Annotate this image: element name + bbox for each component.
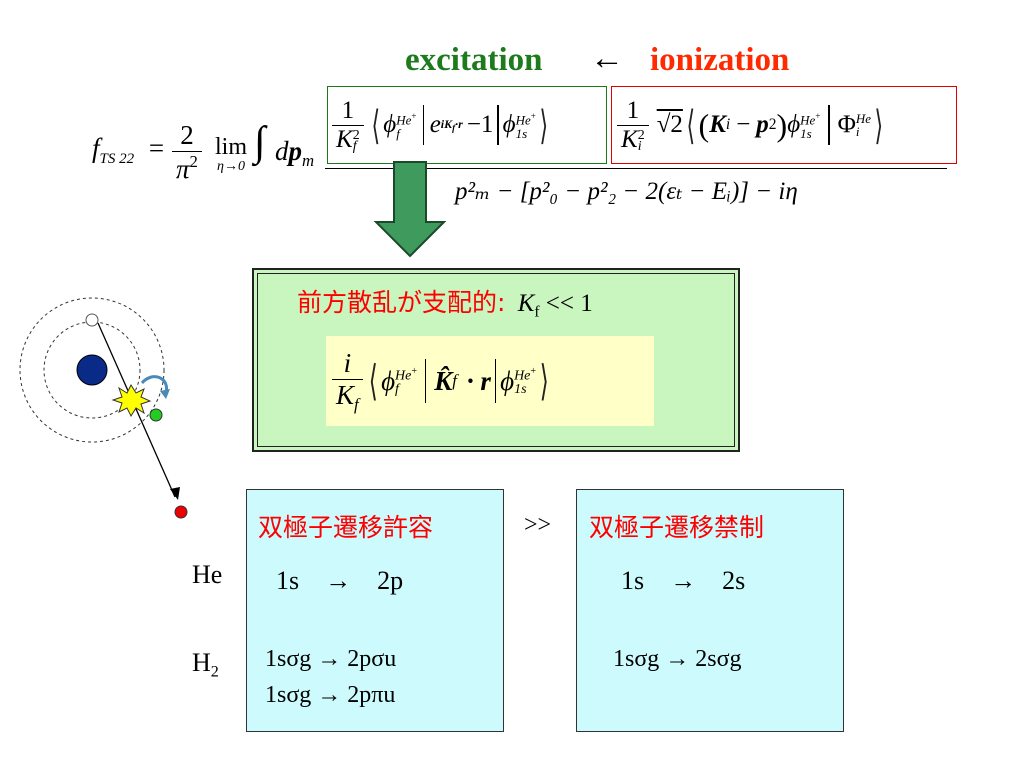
collision-burst-icon [111, 383, 152, 418]
dipole-phi2: ϕ [500, 365, 515, 396]
dipole-allowed-box [246, 489, 504, 732]
ion-Phi-sup: He [855, 111, 872, 126]
dipole-phi: ϕ [381, 365, 396, 396]
p-vector: p [288, 136, 303, 166]
dipole-forbidden-title: 双極子遷移禁制 [589, 513, 765, 542]
ion-Phi: Φ [837, 111, 856, 138]
exc-K-sub: f [352, 138, 357, 154]
excited-electron-icon [149, 408, 163, 422]
exc-phi-sup: He [396, 112, 412, 128]
condition-K-sub: f [534, 303, 540, 321]
dipole-K-sub: f [354, 394, 359, 414]
exc-phi: ϕ [383, 111, 397, 138]
dipole-numerator: i [343, 347, 352, 378]
ion-K-vector-sub: i [725, 116, 731, 133]
h2-subscript: 2 [210, 663, 219, 681]
ion-p-sub: 2 [768, 116, 777, 133]
pi-exponent: 2 [189, 152, 198, 171]
lim-subscript: η→0 [217, 159, 245, 174]
forward-scattering-title: 前方散乱が支配的: Kf << 1 [297, 283, 593, 321]
limit: lim η→0 [215, 135, 247, 175]
much-greater-symbol: >> [524, 512, 552, 538]
dipole-phi-sup: He [395, 368, 412, 384]
he-label: He [192, 560, 223, 589]
ion-K-vector: K [709, 111, 726, 138]
formula-lhs: fTS 22 = [92, 133, 172, 168]
p-subscript: m [302, 150, 315, 170]
dipole-expression-box [326, 336, 654, 426]
lhs-f: f [92, 133, 100, 163]
ion-Phi-sub: i [855, 124, 860, 139]
ion-numerator: 1 [626, 96, 640, 124]
left-arrow-symbol: ← [590, 40, 624, 77]
excitation-curve-arrow [140, 375, 169, 394]
numerator-two: 2 [180, 120, 194, 150]
h2-letter: H [192, 648, 211, 677]
differential-dp: dpm [275, 136, 314, 171]
ion-minus: − [736, 111, 751, 138]
ion-K-sub: i [637, 138, 642, 154]
ion-K: K [621, 125, 638, 153]
exc-minus-one: −1 [466, 111, 494, 138]
h2-label: H2 [192, 648, 219, 682]
ion-p-vector: p [756, 111, 769, 138]
dipole-phi2-sub: 1s [514, 382, 527, 398]
ion-phi: ϕ [787, 111, 801, 138]
excitation-label: excitation [405, 42, 543, 78]
excitation-term-box [327, 86, 607, 164]
ion-phi-sup: He [800, 112, 816, 128]
ion-phi-sub: 1s [800, 125, 812, 141]
dipole-K: K [336, 379, 355, 410]
lhs-subscript: TS 22 [99, 151, 135, 167]
pi-symbol: π [176, 153, 190, 184]
scattered-electron-icon [174, 505, 188, 519]
dipole-allowed-title: 双極子遷移許容 [258, 513, 434, 542]
exc-K: K [336, 125, 353, 153]
h2-forbidden-transition: 1sσg → 2sσg [613, 646, 742, 672]
atom-collision-diagram [19, 297, 188, 519]
exc-phi2-sub: 1s [515, 125, 528, 141]
exc-numerator: 1 [341, 96, 355, 124]
ionization-term-box [611, 86, 957, 164]
dipole-dot-r: · r [466, 365, 491, 396]
nucleus-icon [76, 354, 108, 386]
he-allowed-transition: 1s → 2p [276, 566, 404, 595]
dipole-K-hat: K̂ [434, 365, 453, 396]
inner-orbit [43, 321, 141, 419]
forward-scattering-label: 前方散乱が支配的: [297, 288, 506, 317]
exc-phi2: ϕ [502, 111, 516, 138]
ionization-label: ionization [650, 42, 790, 78]
down-arrow-icon [373, 161, 447, 258]
dipole-K-hat-sub: f [452, 371, 457, 390]
incident-electron-icon [85, 313, 99, 327]
dipole-forbidden-box [576, 489, 844, 732]
condition-K: K [517, 290, 535, 317]
sqrt-two: √2 [656, 111, 683, 138]
exc-exponential: e [429, 111, 441, 138]
condition-rest: << 1 [539, 290, 593, 317]
h2-allowed-transition-2: 1sσg → 2pπu [265, 682, 396, 708]
ion-K-exp: 2 [637, 127, 645, 143]
d-symbol: d [275, 136, 289, 166]
trajectory-line [97, 322, 176, 498]
dipole-prefactor: i Kf [332, 348, 363, 415]
he-forbidden-transition: 1s → 2s [621, 566, 746, 595]
main-denominator: p²ₘ − [p²₀ − p²₂ − 2(εₜ − Eᵢ)] − iη [455, 178, 798, 205]
two-over-pi-squared: 2 π2 [172, 120, 202, 185]
lim-text: lim [215, 134, 248, 160]
integral-sign: ∫ [254, 119, 266, 165]
outer-orbit [19, 297, 165, 443]
h2-allowed-transition-1: 1sσg → 2pσu [265, 646, 397, 672]
exc-exp-sup: iK [440, 116, 453, 131]
equals-sign: = [148, 133, 165, 163]
exc-phi-sub: f [396, 125, 400, 141]
dipole-phi-sub: f [395, 382, 399, 398]
exc-K-exp: 2 [352, 127, 360, 143]
main-fraction-bar [325, 168, 947, 169]
